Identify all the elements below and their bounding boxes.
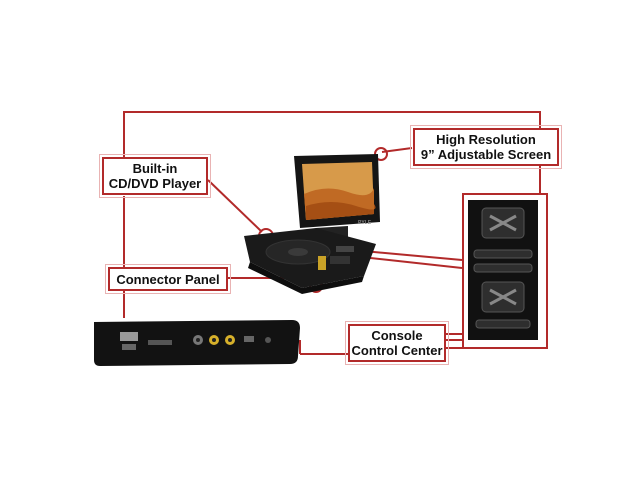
console-line2: Control Center [351,343,443,358]
builtin-line1: Built-in [132,161,178,176]
high-resolution-line1: High Resolution [436,132,536,147]
builtin-line2: CD/DVD Player [108,176,202,191]
screen-brand-label: PYLE [358,220,372,226]
connector-panel-text: Connector Panel [116,271,220,287]
dvd-player-photo: PYLE [244,154,380,294]
connector-panel-label: Connector Panel [105,264,231,294]
console-control-center-label: Console Control Center [345,321,449,365]
high-resolution-screen-label: High Resolution 9” Adjustable Screen [410,125,562,169]
console-control-photo [468,200,538,340]
high-resolution-line2: 9” Adjustable Screen [420,147,552,162]
dvd-callout-line [207,179,263,233]
screen-marker [374,147,388,161]
connector-panel-photo [94,320,300,366]
builtin-dvd-player-label: Built-in CD/DVD Player [99,154,211,198]
console-line1: Console [371,328,423,343]
